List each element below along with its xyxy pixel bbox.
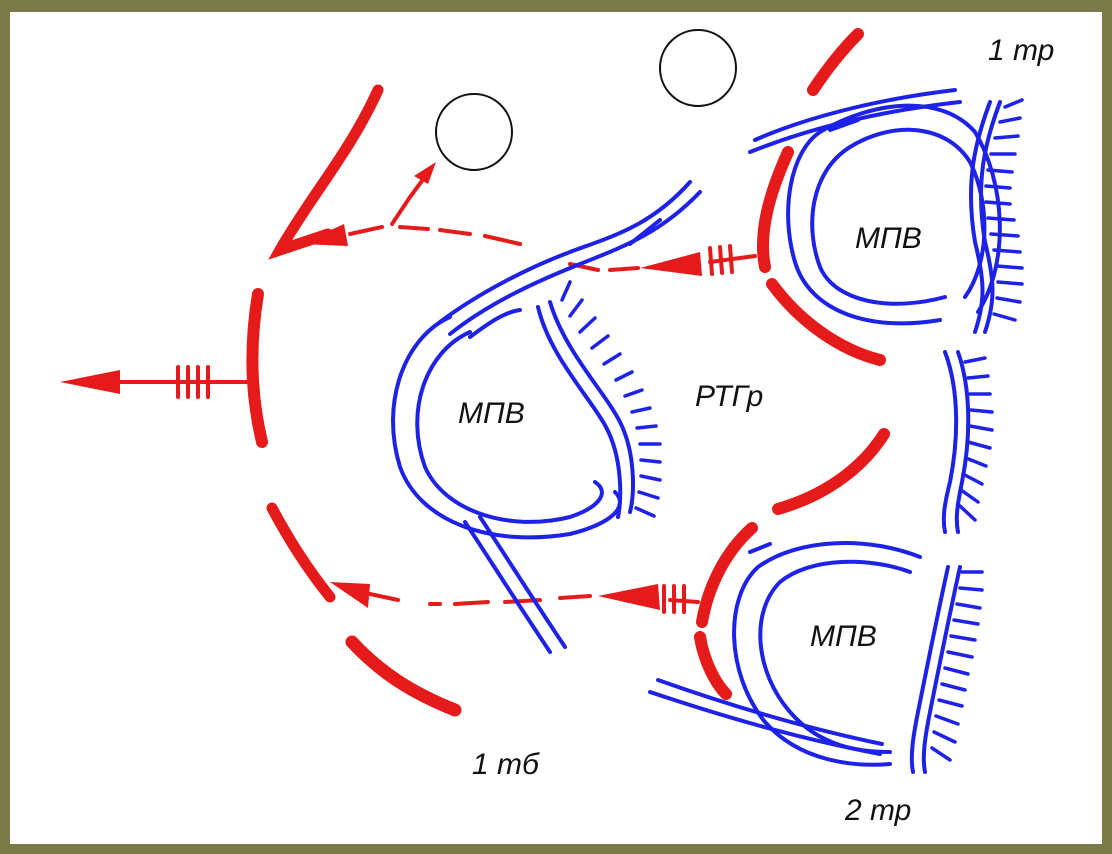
- red-arc-lower-left: [266, 502, 336, 603]
- label-minefield-bottom: МПВ: [810, 620, 877, 653]
- diagram-canvas: 1 тр МПВ МПВ РТГр МПВ 1 тб 2 тр: [10, 12, 1102, 844]
- label-reserve: РТГр: [695, 380, 764, 413]
- aircraft-circle-2: [659, 29, 737, 107]
- label-company-1: 1 тр: [988, 34, 1055, 67]
- red-arc-top: [807, 28, 864, 96]
- company-2-trench: [909, 565, 984, 774]
- minefield-center-barrier: [391, 180, 702, 654]
- label-minefield-center: МПВ: [458, 397, 525, 430]
- fire-arrow-upper: [300, 224, 757, 276]
- red-arc-upper-left: [268, 84, 384, 260]
- company-1-defense-line: [757, 28, 886, 366]
- red-arc-reserve: [772, 428, 890, 515]
- fire-arrow-west: [60, 365, 250, 399]
- company-2-defense-line: [694, 522, 758, 700]
- red-arc-c1-upper: [757, 146, 794, 273]
- reserve-trench: [941, 350, 994, 534]
- red-arc-c2-upper: [696, 522, 758, 628]
- minefield-top-barrier: [748, 88, 1002, 326]
- label-minefield-top: МПВ: [855, 222, 922, 255]
- reserve-defense-line: [772, 428, 890, 515]
- fire-arrow-aircraft: [390, 162, 436, 226]
- red-line-left: [246, 288, 268, 448]
- fire-arrow-lower: [330, 582, 700, 614]
- red-arc-c2-lower: [694, 631, 732, 700]
- label-company-2: 2 тр: [845, 794, 912, 827]
- label-battalion: 1 тб: [472, 748, 539, 781]
- battalion-trench: [536, 280, 662, 519]
- battalion-defense-line: [246, 84, 462, 717]
- red-arc-c1-lower: [766, 278, 886, 366]
- company-1-trench: [969, 98, 1024, 334]
- tactical-diagram: [60, 28, 1024, 774]
- red-arc-bottom: [345, 635, 462, 717]
- minefield-bottom-barrier: [648, 541, 922, 767]
- aircraft-circle-1: [435, 93, 513, 171]
